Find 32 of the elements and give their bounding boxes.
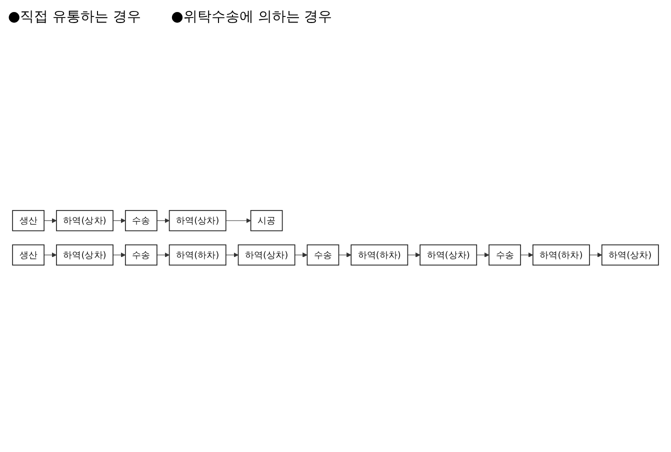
node-box: 수송	[125, 244, 158, 266]
section-heading: ●직접 유통하는 경우	[8, 8, 142, 26]
arrow	[44, 252, 57, 258]
arrow	[156, 252, 170, 258]
arrow	[589, 252, 602, 258]
section-heading: ●위탁수송에 의하는 경우	[171, 8, 332, 26]
node-box: 생산	[12, 210, 44, 232]
node-box: 하역(상차)	[420, 244, 478, 266]
node-box: 수송	[125, 210, 158, 232]
node-box: 하역(하차)	[168, 244, 226, 266]
node-box: 하역(상차)	[56, 244, 114, 266]
node-box: 하역(하차)	[350, 244, 408, 266]
arrow	[476, 252, 490, 258]
node-box: 하역(상차)	[168, 210, 226, 232]
node-box: 하역(하차)	[532, 244, 590, 266]
arrow	[294, 252, 308, 258]
node-box: 수송	[488, 244, 521, 266]
arrow	[44, 218, 57, 224]
node-box: 하역(상차)	[238, 244, 296, 266]
arrow	[338, 252, 352, 258]
arrow	[407, 252, 420, 258]
node-box: 하역(상차)	[56, 210, 114, 232]
node-box: 하역(상차)	[601, 244, 659, 266]
node-box: 생산	[12, 244, 44, 266]
arrow	[226, 218, 252, 224]
node-box: 시공	[250, 210, 283, 232]
arrow	[112, 218, 126, 224]
arrow	[520, 252, 534, 258]
arrow	[112, 252, 126, 258]
node-box: 수송	[306, 244, 340, 266]
arrow	[156, 218, 170, 224]
arrow	[226, 252, 238, 258]
